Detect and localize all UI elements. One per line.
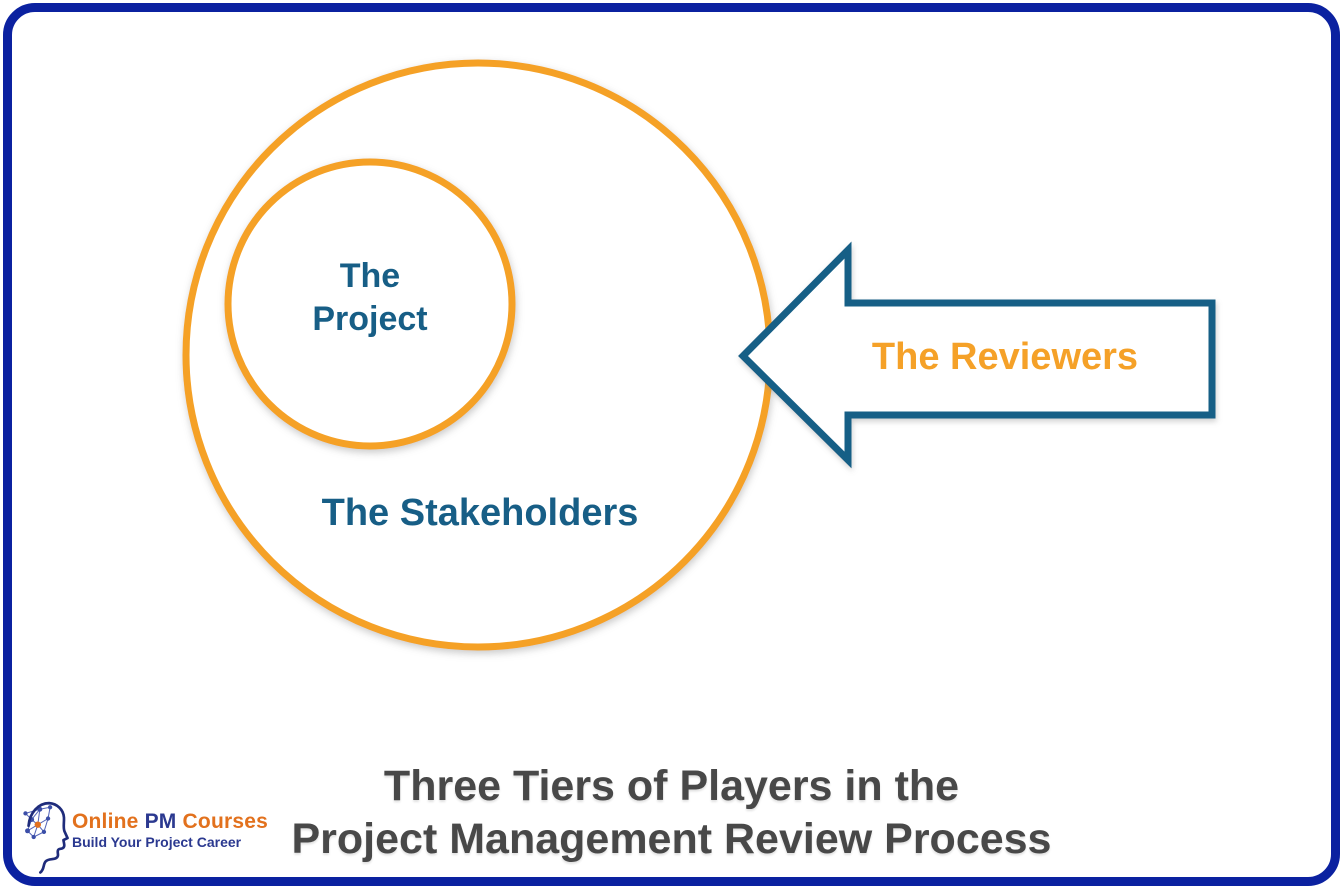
online-pm-courses-logo: Online PM Courses Build Your Project Car… xyxy=(22,798,268,876)
reviewers-arrow xyxy=(738,241,1216,469)
logo-text: Online PM Courses Build Your Project Car… xyxy=(72,810,268,850)
project-label-line1: The xyxy=(340,257,400,295)
logo-word-courses: Courses xyxy=(182,810,268,833)
head-profile-outline xyxy=(27,801,69,874)
network-center-node xyxy=(34,821,41,828)
logo-tagline: Build Your Project Career xyxy=(72,834,242,850)
diagram-title-line1: Three Tiers of Players in the xyxy=(383,762,960,810)
head-profile-network-icon xyxy=(23,801,69,874)
diagram-title-line2: Project Management Review Process xyxy=(291,815,1052,863)
project-circle xyxy=(224,158,516,450)
logo-word-online: Online xyxy=(72,810,139,833)
reviewers-label: The Reviewers xyxy=(872,336,1138,378)
logo-wordmark: Online PM Courses xyxy=(72,810,268,834)
stakeholders-label: The Stakeholders xyxy=(322,492,639,534)
diagram-title: Three Tiers of Players in the Project Ma… xyxy=(0,760,1343,866)
project-label-line2: Project xyxy=(312,300,427,338)
logo-word-pm: PM xyxy=(144,810,177,833)
network-nodes xyxy=(23,805,53,840)
